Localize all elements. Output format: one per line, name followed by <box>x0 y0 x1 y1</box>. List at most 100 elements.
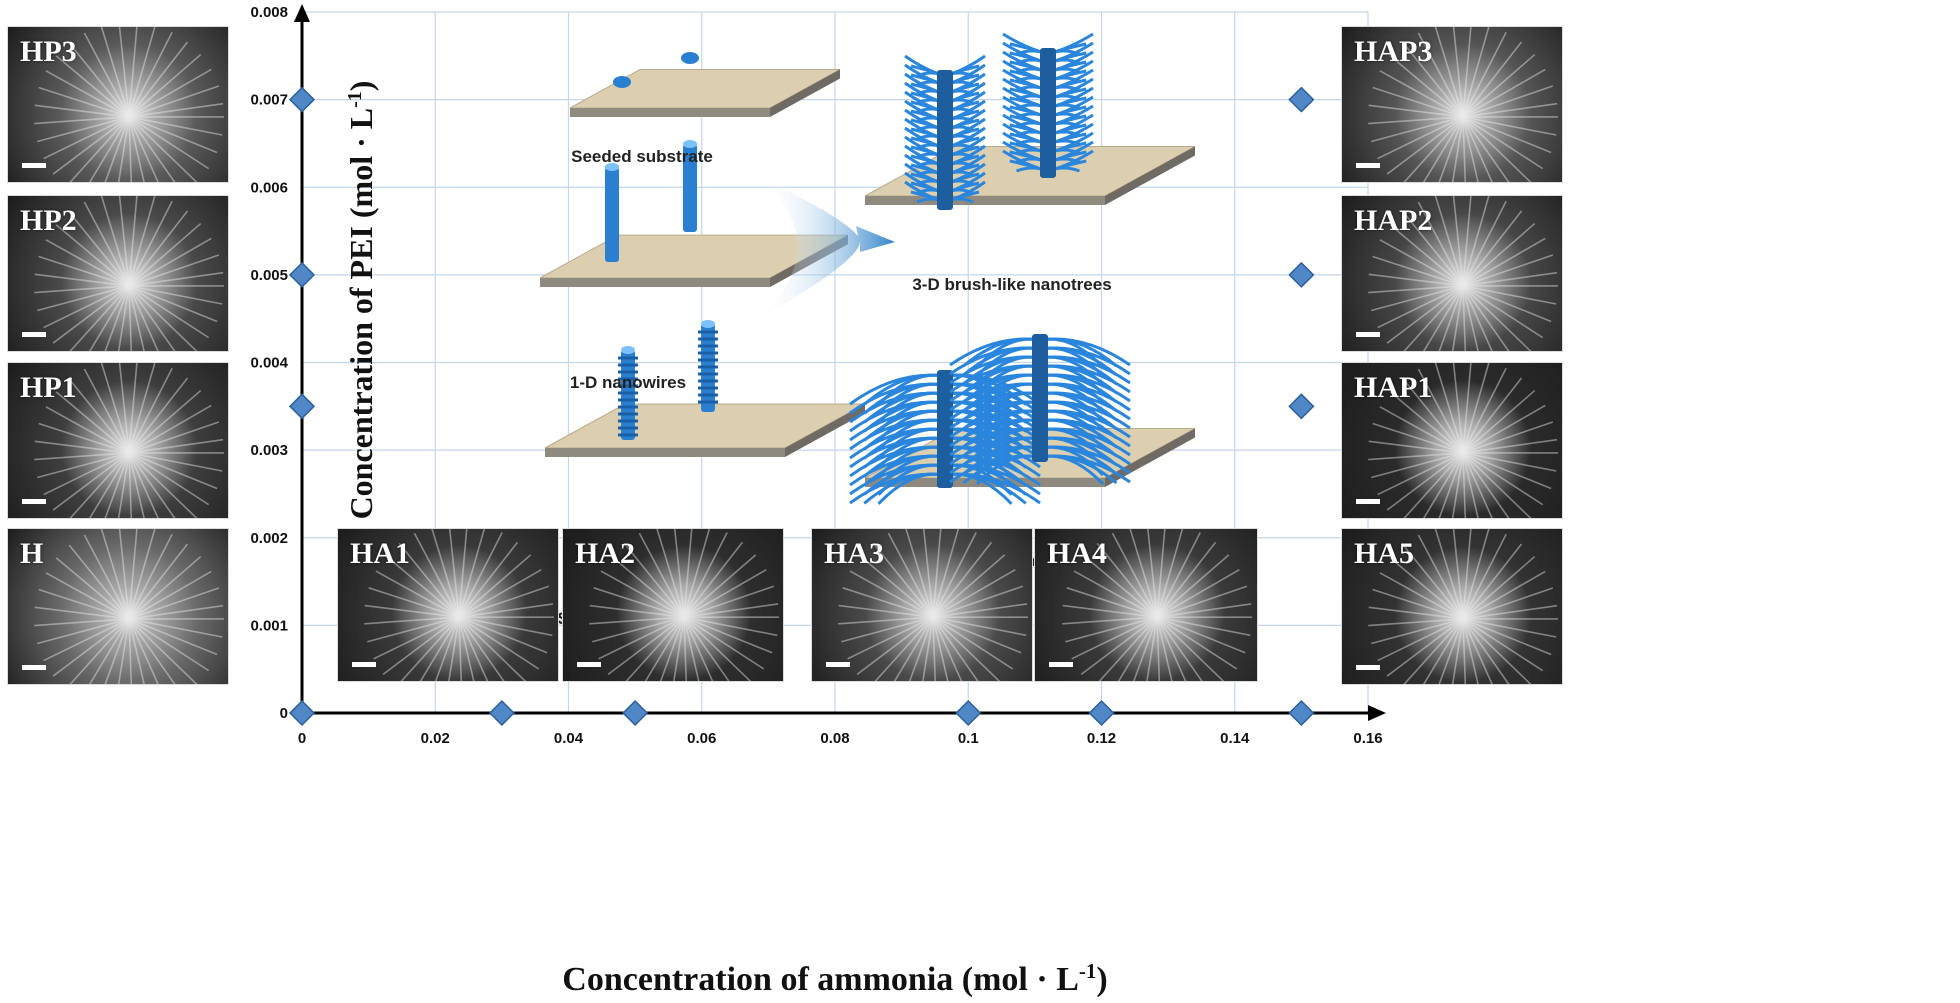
branch <box>949 418 1041 448</box>
willow-nanotree <box>949 334 1131 486</box>
branch <box>949 400 1041 430</box>
x-tick-label: 0.06 <box>687 730 716 747</box>
branch <box>949 355 1041 385</box>
branch <box>849 436 946 469</box>
scale-bar <box>352 662 376 667</box>
nanostructure-texture <box>1368 196 1558 351</box>
y-tick-label: 0.007 <box>250 92 288 109</box>
branch <box>949 346 1041 376</box>
nanostructure-texture <box>34 27 224 182</box>
sem-label: HAP2 <box>1354 204 1433 237</box>
substrate-front <box>865 196 1105 205</box>
nanowire <box>605 163 619 262</box>
label-brush-nanotrees: 3-D brush-like nanotrees <box>912 275 1111 294</box>
y-tick-label: 0.002 <box>250 530 288 547</box>
data-point <box>1088 699 1115 727</box>
nanostructure-texture <box>1368 27 1558 182</box>
brush-nanotree <box>1002 32 1094 178</box>
substrate-side <box>785 404 865 457</box>
branch <box>1039 454 1131 484</box>
data-point <box>288 393 316 420</box>
y-tick-label: 0.005 <box>250 267 288 284</box>
nanostructure-texture <box>589 529 779 681</box>
branch <box>1039 436 1131 466</box>
branch <box>1039 391 1131 421</box>
data-point <box>288 261 316 288</box>
sem-label: HA1 <box>350 537 410 570</box>
branch <box>1039 418 1131 448</box>
x-tick-label: 0.12 <box>1087 730 1116 747</box>
scale-bar <box>22 665 46 670</box>
branch <box>949 436 1041 466</box>
x-tick-label: 0.08 <box>820 730 849 747</box>
data-point <box>1288 393 1315 420</box>
branch <box>1039 346 1131 376</box>
y-tick-label: 0.006 <box>250 179 288 196</box>
branch <box>949 445 1041 475</box>
branch <box>949 391 1041 421</box>
branch <box>849 472 946 505</box>
scale-bar <box>22 332 46 337</box>
branch <box>949 427 1041 457</box>
sem-label: HA4 <box>1047 537 1107 570</box>
wire-cap <box>621 346 635 354</box>
trunk <box>1032 334 1048 462</box>
branch <box>1039 373 1131 403</box>
sem-label: HA2 <box>575 537 635 570</box>
sem-image-hp2: HP2 <box>7 195 229 352</box>
data-point <box>288 699 316 727</box>
wire-body <box>683 144 697 232</box>
branch <box>849 373 946 406</box>
sem-image-hp3: HP3 <box>7 26 229 183</box>
branch <box>849 463 946 496</box>
branch <box>944 472 1041 505</box>
label-1d-nanowires: 1-D nanowires <box>570 373 686 392</box>
wire-cap <box>605 163 619 171</box>
y-tick-label: 0.001 <box>250 617 288 634</box>
data-point <box>1288 86 1315 113</box>
x-tick-label: 0.04 <box>554 730 584 747</box>
substrate-front <box>545 448 785 457</box>
y-tick-label: 0.003 <box>250 442 288 459</box>
sem-image-ha3: HA3 <box>811 528 1033 682</box>
data-point <box>1288 261 1315 288</box>
sem-label: HP3 <box>20 35 77 68</box>
y-tick-label: 0 <box>280 705 288 722</box>
branch <box>849 454 946 487</box>
branch <box>1039 427 1131 457</box>
label-seeded-substrate: Seeded substrate <box>571 147 713 166</box>
data-point <box>288 86 316 113</box>
branch <box>1039 337 1131 367</box>
branch <box>1039 400 1131 430</box>
axis-labels: Concentration of ammonia (mol · L-1)Conc… <box>343 81 1108 998</box>
branch <box>849 400 946 433</box>
axes <box>294 4 1386 721</box>
scale-bar <box>577 662 601 667</box>
substrate-top <box>569 69 841 109</box>
nanostructure-texture <box>1368 529 1558 684</box>
sem-image-ha4: HA4 <box>1034 528 1258 682</box>
x-tick-label: 0.14 <box>1220 730 1250 747</box>
sem-image-h: H <box>7 528 229 685</box>
sem-label: HA5 <box>1354 537 1414 570</box>
sem-label: HP1 <box>20 371 77 404</box>
wire-cap <box>683 140 697 148</box>
willow-nanotree <box>849 370 1041 505</box>
trunk <box>937 370 953 488</box>
sem-label: HP2 <box>20 204 77 237</box>
nanostructure-texture <box>34 363 224 518</box>
x-axis-label: Concentration of ammonia (mol · L-1) <box>562 959 1107 998</box>
data-point <box>488 699 515 727</box>
substrate-side <box>1105 146 1195 205</box>
data-point <box>622 699 649 727</box>
sem-label: HAP3 <box>1354 35 1433 68</box>
substrate-side <box>770 69 840 117</box>
wire-body <box>605 167 619 262</box>
sem-image-ha1: HA1 <box>337 528 559 682</box>
scale-bar <box>1356 163 1380 168</box>
branch <box>949 382 1041 412</box>
substrate-front <box>540 278 770 287</box>
x-tick-label: 0.02 <box>421 730 450 747</box>
y-axis-arrow <box>294 4 310 22</box>
branch <box>849 445 946 478</box>
